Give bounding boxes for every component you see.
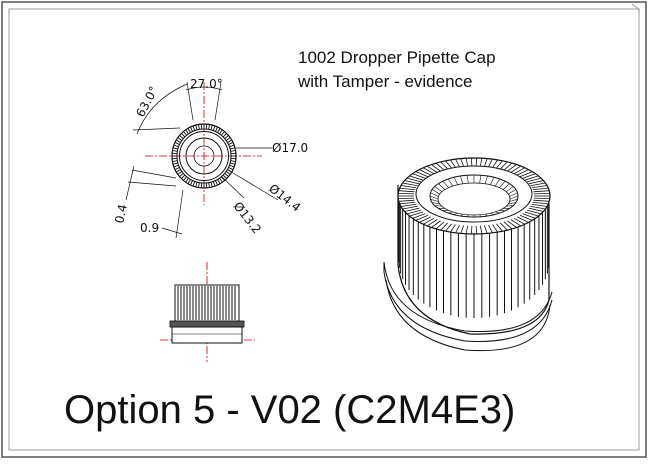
angle-63-label: 63.0° (133, 84, 161, 119)
d-0-4-dimline (126, 166, 134, 200)
knurl-tooth (181, 175, 185, 179)
knurl-tooth (211, 125, 212, 130)
knurl-tooth (231, 161, 236, 162)
knurl-tooth (196, 182, 197, 187)
knurl-tooth (174, 145, 179, 147)
knurl-tooth (226, 138, 230, 141)
knurl-tooth (221, 131, 224, 135)
iso-knurl-tooth (534, 198, 550, 199)
drawing-title: 1002 Dropper Pipette Cap with Tamper - e… (298, 46, 496, 94)
knurl-tooth (215, 180, 217, 185)
knurl-tooth (175, 167, 180, 169)
knurl-tooth (223, 133, 227, 137)
option-caption: Option 5 - V02 (C2M4E3) (64, 388, 515, 433)
knurl-tooth (209, 183, 210, 188)
knurl-tooth (188, 128, 191, 132)
d-0-4-ext-upper (132, 170, 176, 178)
knurl-tooth (179, 173, 183, 176)
angle-63-leader (133, 128, 180, 130)
knurl-tooth (172, 161, 177, 162)
knurl-tooth (219, 178, 222, 182)
knurl-tooth (183, 177, 186, 181)
knurl-tooth (178, 138, 182, 141)
knurl-tooth (193, 181, 195, 186)
iso-knurl-tooth (534, 193, 550, 194)
knurl-tooth (181, 133, 185, 137)
iso-knurl-tooth (471, 158, 472, 166)
iso-knurl-tooth (398, 193, 414, 194)
knurl-tooth (227, 140, 231, 143)
knurl-tooth (176, 170, 180, 173)
dia-14-4-label: Ø14.4 (266, 181, 303, 214)
title-line-2: with Tamper - evidence (298, 70, 496, 94)
knurl-tooth (176, 140, 180, 143)
knurl-tooth (226, 171, 230, 174)
knurl-tooth (215, 127, 217, 132)
knurl-tooth (218, 179, 221, 183)
dia-17-label: Ø17.0 (272, 141, 308, 155)
front-view-tamper-ring (172, 327, 242, 343)
iso-knurl-tooth (471, 226, 472, 234)
knurl-tooth (228, 167, 233, 169)
angle-27-label: 27.0° (190, 77, 223, 91)
knurl-tooth (198, 124, 199, 129)
knurl-tooth (225, 173, 229, 176)
knurl-tooth (230, 163, 235, 164)
knurl-tooth (229, 165, 234, 167)
knurl-tooth (225, 135, 229, 138)
knurl-tooth (213, 126, 215, 131)
knurl-tooth (190, 127, 192, 132)
knurl-tooth (213, 181, 215, 186)
knurl-tooth (174, 165, 179, 167)
knurl-tooth (193, 126, 195, 131)
top-view: 27.0° 63.0° Ø17.0 Ø14.4 Ø13.2 0.4 0.9 (112, 77, 308, 238)
knurl-tooth (230, 148, 235, 149)
knurl-tooth (178, 171, 182, 174)
iso-knurl-tooth (476, 226, 477, 234)
knurl-tooth (186, 178, 189, 182)
iso-knurl-tooth (476, 158, 477, 166)
d-0-4-ext-lower (128, 182, 176, 186)
knurl-tooth (198, 183, 199, 188)
knurl-tooth (228, 142, 233, 144)
knurl-tooth (175, 142, 180, 144)
front-view-band (170, 321, 244, 327)
knurl-tooth (219, 130, 222, 134)
dia-13-2-label: Ø13.2 (231, 199, 264, 236)
knurl-tooth (231, 150, 236, 151)
knurl-tooth (190, 180, 192, 185)
knurl-tooth (186, 130, 189, 134)
knurl-tooth (209, 124, 210, 129)
d-0-9-ext (176, 190, 183, 238)
knurl-tooth (172, 150, 177, 151)
knurl-tooth (218, 128, 221, 132)
knurl-tooth (196, 125, 197, 130)
knurl-tooth (188, 179, 191, 183)
iso-knurl-tooth (398, 198, 414, 199)
isometric-view (384, 158, 552, 351)
d-0-4-label: 0.4 (112, 203, 130, 225)
knurl-tooth (173, 163, 178, 164)
d-0-9-dimline (162, 228, 182, 234)
knurl-tooth (183, 131, 186, 135)
d-0-9-label: 0.9 (140, 221, 159, 235)
front-view (160, 262, 255, 362)
knurl-tooth (173, 148, 178, 149)
knurl-tooth (229, 145, 234, 147)
title-line-1: 1002 Dropper Pipette Cap (298, 46, 496, 70)
knurl-tooth (179, 135, 183, 138)
knurl-tooth (211, 182, 212, 187)
dia-13-2-leader (221, 176, 244, 198)
